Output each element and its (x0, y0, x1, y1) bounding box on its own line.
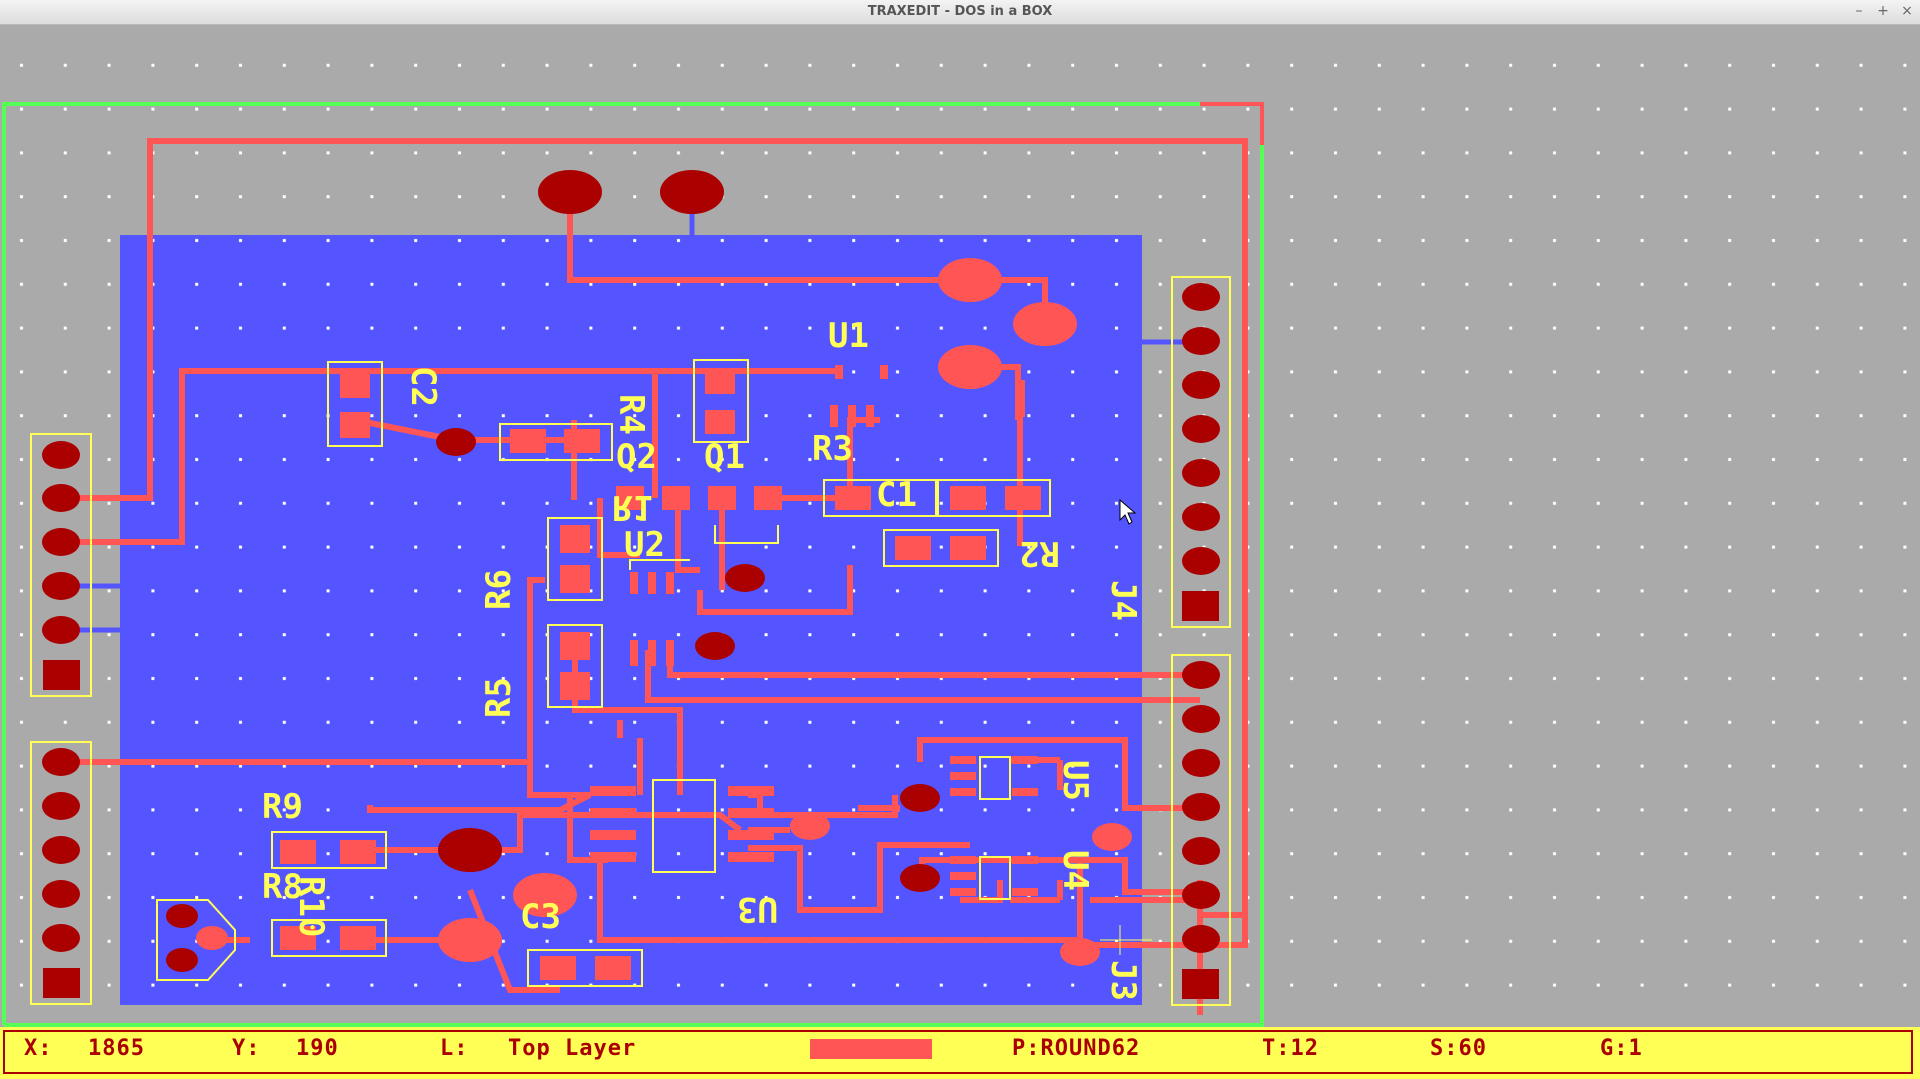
label-r2: R2 (1019, 533, 1060, 573)
x-value: 1865 (88, 1036, 145, 1061)
grid-status: G:1 (1600, 1036, 1643, 1061)
designators: U1 C2 R4 Q2 Q1 R3 C1 R1 U2 R2 R6 R5 J4 R… (262, 316, 1143, 1001)
window-title: TRAXEDIT - DOS in a BOX (867, 4, 1053, 19)
layer-color-swatch (810, 1039, 932, 1059)
label-r6: R6 (479, 569, 519, 610)
label-r3: R3 (812, 429, 853, 469)
silkscreen-outlines (156, 359, 1051, 987)
label-j3: J3 (1103, 960, 1143, 1001)
layer-value: Top Layer (508, 1036, 637, 1061)
label-u3: U3 (737, 889, 778, 929)
label-r10: R10 (291, 876, 331, 937)
label-u2: U2 (624, 525, 665, 565)
label-r1: R1 (612, 487, 653, 527)
snap-status: S:60 (1430, 1036, 1487, 1061)
mouse-pointer-icon (1119, 498, 1137, 525)
x-label: X: (24, 1036, 53, 1061)
label-j4: J4 (1103, 580, 1143, 621)
label-u4: U4 (1055, 850, 1095, 891)
label-r9: R9 (262, 787, 303, 827)
maximize-button[interactable]: + (1877, 3, 1889, 19)
layer-label: L: (440, 1036, 469, 1061)
label-r5: R5 (479, 677, 519, 718)
label-u5: U5 (1055, 760, 1095, 801)
label-q2: Q2 (616, 437, 657, 477)
y-value: 190 (296, 1036, 339, 1061)
connectors (30, 276, 1231, 1006)
label-c1: C1 (876, 475, 917, 515)
track-status: T:12 (1262, 1036, 1319, 1061)
label-r8: R8 (262, 867, 303, 907)
pads (166, 170, 1132, 980)
board-outline (2, 102, 1264, 1027)
pad-status: P:ROUND62 (1012, 1036, 1141, 1061)
label-c3: C3 (520, 897, 561, 937)
label-u1: U1 (828, 316, 869, 356)
window-titlebar[interactable]: TRAXEDIT - DOS in a BOX – + × (0, 0, 1920, 25)
y-label: Y: (232, 1036, 261, 1061)
close-button[interactable]: × (1901, 3, 1913, 19)
pcb-canvas[interactable]: U1 C2 R4 Q2 Q1 R3 C1 R1 U2 R2 R6 R5 J4 R… (0, 25, 1920, 1027)
label-r4: R4 (611, 394, 651, 435)
cursor-crosshair (1100, 925, 1152, 955)
status-bar: X: 1865 Y: 190 L: Top Layer P:ROUND62 T:… (0, 1027, 1920, 1079)
label-c2: C2 (403, 366, 443, 407)
label-q1: Q1 (704, 437, 745, 477)
minimize-button[interactable]: – (1855, 3, 1863, 19)
